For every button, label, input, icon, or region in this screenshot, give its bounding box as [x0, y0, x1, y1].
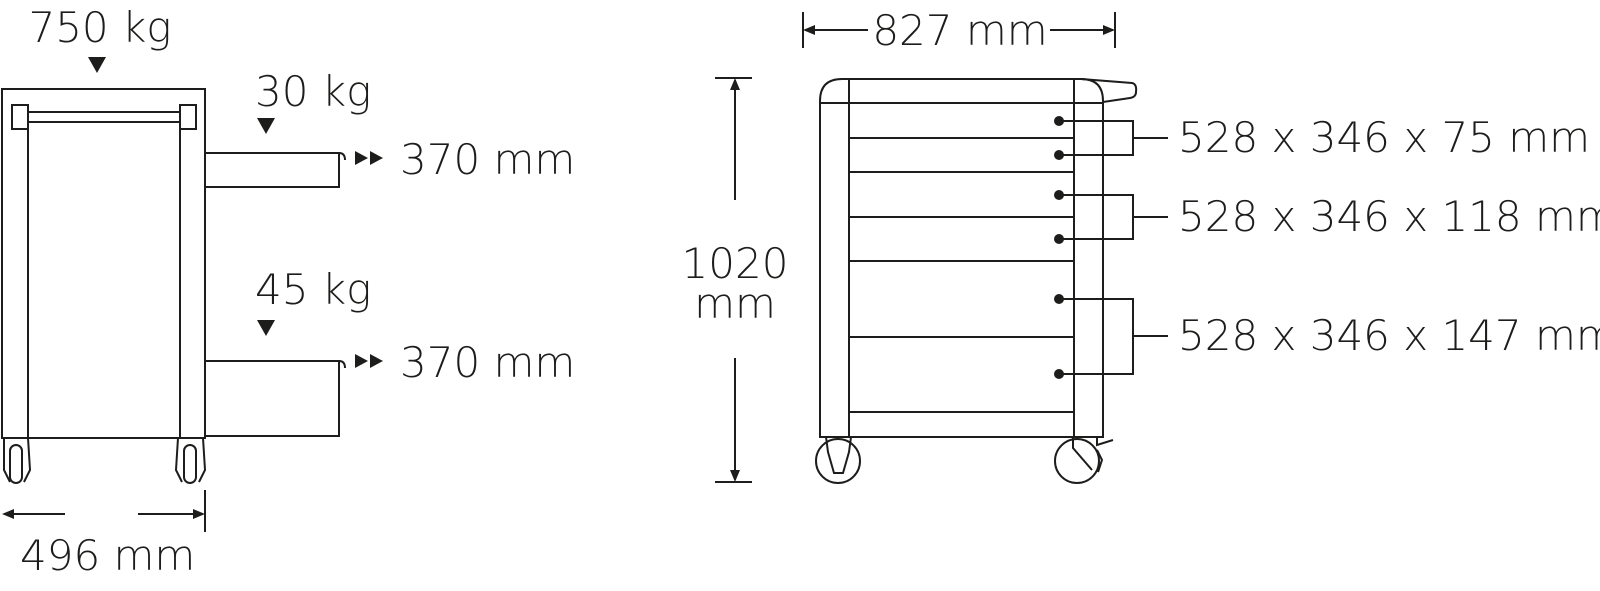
handle-bar [27, 111, 181, 123]
drawer-callouts [1054, 116, 1168, 379]
upper-drawer-extension-label: 370 mm [400, 135, 575, 184]
handle-mount [11, 104, 29, 130]
cabinet-side [1, 88, 206, 439]
upper-drawer-extended [204, 152, 340, 188]
extension-arrow-icon [355, 151, 383, 165]
drawer-size-label: 528 x 346 x 147 mm [1178, 311, 1600, 360]
side-handle [1080, 78, 1138, 103]
lower-drawer-extended [204, 360, 340, 437]
caster [3, 437, 32, 484]
handle-mount [179, 104, 197, 130]
cabinet-front [819, 78, 1104, 438]
lower-drawer-extension-label: 370 mm [400, 338, 575, 387]
drawer-size-label: 528 x 346 x 75 mm [1178, 113, 1590, 162]
side-view: 750 kg 30 kg 370 mm 45 kg 370 mm [1, 3, 575, 580]
caster-with-brake [1054, 437, 1114, 484]
front-view: 827 mm 1020 mm 528 [682, 6, 1600, 484]
drawer-fronts [849, 137, 1074, 413]
caster [174, 437, 207, 484]
caster [815, 436, 861, 484]
drawer-size-label: 528 x 346 x 118 mm [1178, 192, 1600, 241]
height-value-label: 1020 [682, 239, 789, 288]
lower-drawer-load-label: 45 kg [255, 265, 371, 314]
depth-label: 496 mm [20, 531, 195, 580]
extension-arrow-icon [355, 354, 383, 368]
upper-drawer-load-label: 30 kg [255, 67, 371, 116]
height-unit-label: mm [694, 279, 776, 328]
width-label: 827 mm [872, 6, 1047, 55]
load-arrow-icon [257, 320, 275, 336]
load-arrow-icon [88, 57, 106, 73]
load-arrow-icon [257, 118, 275, 134]
top-load-label: 750 kg [28, 3, 171, 52]
